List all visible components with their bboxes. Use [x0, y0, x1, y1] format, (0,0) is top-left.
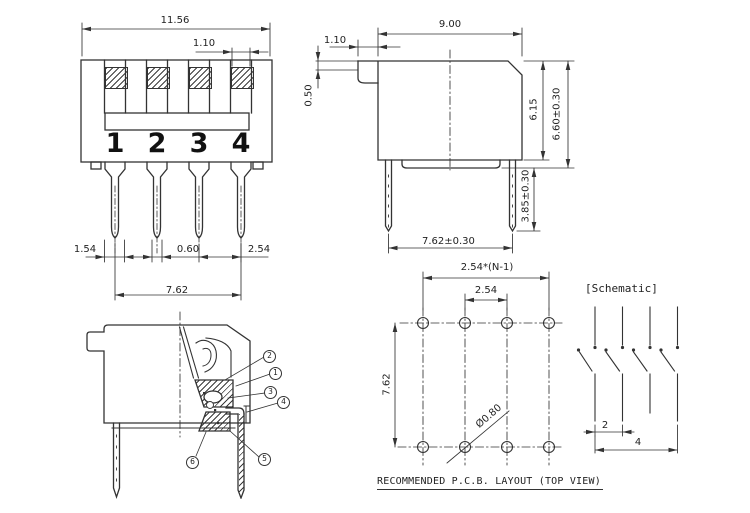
- callout-leaders: [195, 356, 279, 458]
- schematic: [576, 306, 680, 454]
- dim-pin-thickness: 0.60: [176, 244, 200, 255]
- schematic-arrows: [586, 429, 678, 453]
- section-hatch-base-block: [199, 412, 230, 431]
- pcb-layout-caption: RECOMMENDED P.C.B. LAYOUT (TOP VIEW): [377, 476, 603, 490]
- dim-schematic-4: 4: [634, 437, 642, 448]
- section-view: [86, 311, 279, 500]
- callout-balloon-3: 3: [264, 386, 277, 399]
- dim-pin-row-spacing: 7.62±0.30: [422, 236, 475, 247]
- callout-balloon-5: 5: [258, 453, 271, 466]
- callout-balloon-6: 6: [186, 456, 199, 469]
- callout-balloon-1: 1: [269, 367, 282, 380]
- position-label-4: 4: [231, 128, 251, 159]
- pcb-arrows: [392, 275, 549, 447]
- dim-pin-shoulder: 1.54: [73, 244, 97, 255]
- dim-overall-height: 6.60±0.30: [551, 87, 563, 141]
- dim-pcb-span: 2.54*(N-1): [460, 262, 514, 273]
- dim-pcb-pitch: 2.54: [474, 285, 498, 296]
- dim-overall-width: 11.56: [160, 15, 190, 26]
- position-label-2: 2: [147, 128, 167, 159]
- dim-schematic-2: 2: [601, 420, 609, 431]
- dim-body-height: 6.15: [528, 98, 540, 121]
- pcb-layout: [394, 271, 563, 466]
- dim-actuator-step: 0.50: [303, 84, 315, 107]
- section-hatch-pin: [238, 414, 244, 492]
- position-label-1: 1: [105, 128, 125, 159]
- dim-pin-row-span: 7.62: [165, 285, 189, 296]
- schematic-title: [Schematic]: [585, 282, 658, 295]
- front-view-arrows: [82, 26, 270, 298]
- callout-balloon-4: 4: [277, 396, 290, 409]
- side-view: [357, 49, 523, 233]
- callout-balloon-2: 2: [263, 350, 276, 363]
- dim-pin-length: 3.85±0.30: [520, 169, 532, 223]
- position-label-3: 3: [189, 128, 209, 159]
- dim-body-depth: 9.00: [438, 19, 462, 30]
- dim-actuator-protrusion: 1.10: [323, 35, 347, 46]
- dim-pin-pitch: 2.54: [247, 244, 271, 255]
- dim-slider-width: 1.10: [192, 38, 216, 49]
- side-view-arrows: [315, 31, 571, 251]
- side-view-dimensions: [315, 27, 575, 254]
- dim-pcb-row-spacing: 7.62: [381, 373, 393, 396]
- front-view: [80, 59, 273, 254]
